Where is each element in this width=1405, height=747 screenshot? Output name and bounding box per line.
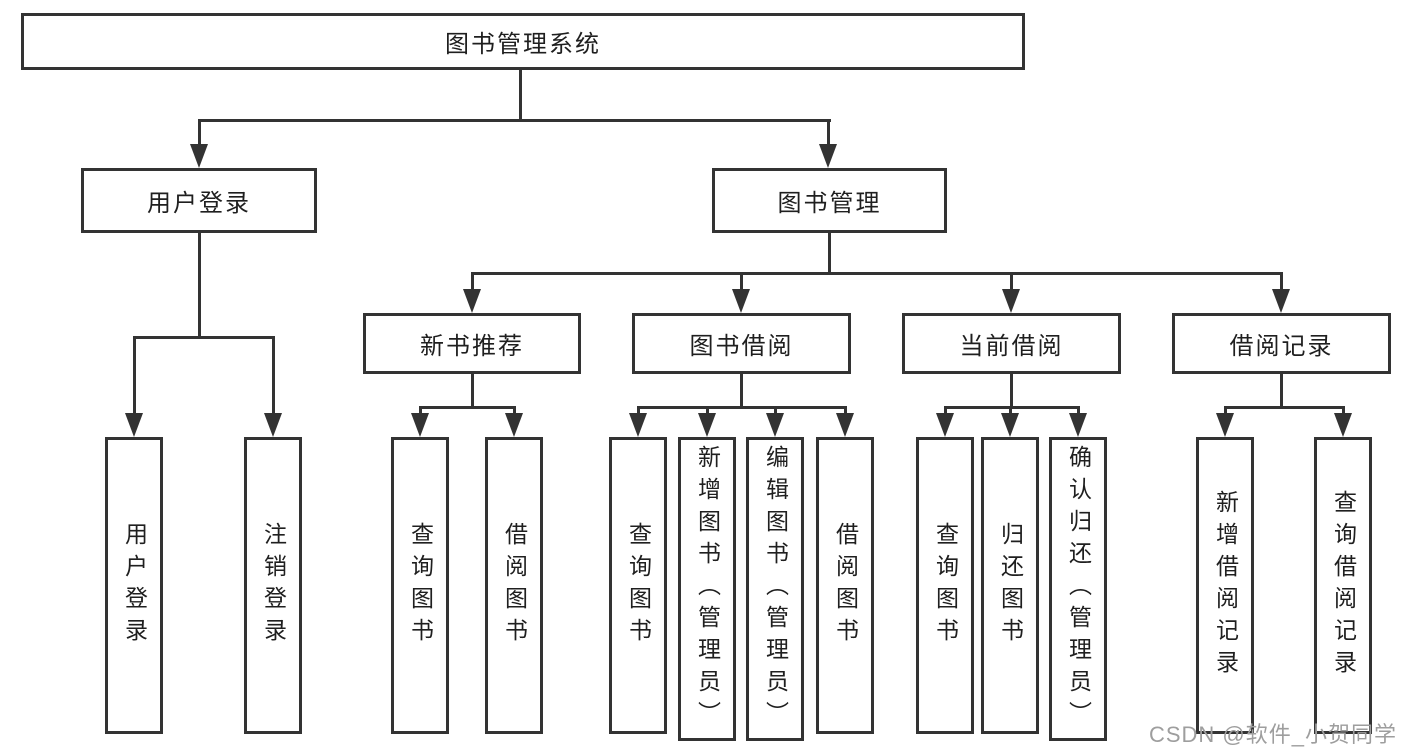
connector-current-borrow-branch [944, 406, 1080, 409]
leaf-user-login: 用户登录 [105, 437, 163, 734]
connector-drop-book-mgmt [827, 119, 830, 147]
connector-drop [637, 406, 640, 416]
leaf-newbook-query-label: 查询图书 [407, 521, 434, 650]
arrow-down-icon [1001, 413, 1019, 437]
leaf-current-query-label: 查询图书 [932, 521, 959, 650]
node-borrow-record: 借阅记录 [1172, 313, 1391, 374]
arrow-down-icon [819, 144, 837, 168]
node-new-book-label: 新书推荐 [420, 333, 524, 360]
arrow-down-icon [1002, 289, 1020, 313]
leaf-borrow-book-label: 借阅图书 [832, 521, 859, 650]
arrow-down-icon [1334, 413, 1352, 437]
arrow-down-icon [190, 144, 208, 168]
leaf-newbook-borrow: 借阅图书 [485, 437, 543, 734]
node-book-mgmt-label: 图书管理 [777, 190, 882, 217]
arrow-down-icon [698, 413, 716, 437]
connector-book-mgmt-branch [471, 272, 1282, 275]
connector-borrow-record-branch [1224, 406, 1345, 409]
node-current-borrow-label: 当前借阅 [959, 333, 1064, 360]
leaf-newbook-query: 查询图书 [391, 437, 449, 734]
leaf-record-add-label: 新增借阅记录 [1212, 489, 1239, 682]
leaf-borrow-edit-admin: 编辑图书（管理员） [746, 437, 804, 741]
arrow-down-icon [1216, 413, 1234, 437]
connector-new-book-branch [419, 406, 516, 409]
connector-current-borrow-stem [1010, 374, 1013, 407]
leaf-borrow-book: 借阅图书 [816, 437, 874, 734]
connector-drop [944, 406, 947, 416]
leaf-borrow-add-admin: 新增图书（管理员） [678, 437, 736, 741]
connector-drop [844, 406, 847, 416]
connector-drop-user-login [198, 119, 201, 147]
node-book-borrow-label: 图书借阅 [689, 333, 794, 360]
node-book-borrow: 图书借阅 [632, 313, 851, 374]
node-user-login: 用户登录 [81, 168, 317, 233]
arrow-down-icon [732, 289, 750, 313]
connector-drop [1077, 406, 1080, 416]
connector-drop [1224, 406, 1227, 416]
arrow-down-icon [125, 413, 143, 437]
connector-drop-new-book [471, 272, 474, 292]
node-borrow-record-label: 借阅记录 [1229, 333, 1334, 360]
leaf-current-confirm-admin-label: 确认归还（管理员） [1065, 445, 1092, 733]
connector-book-borrow-branch [637, 406, 847, 409]
connector-drop-current-borrow [1010, 272, 1013, 292]
leaf-current-return-label: 归还图书 [997, 521, 1024, 650]
connector-drop [1342, 406, 1345, 416]
connector-drop [706, 406, 709, 416]
node-book-mgmt: 图书管理 [712, 168, 947, 233]
connector-user-login-stem [198, 233, 201, 336]
connector-drop [513, 406, 516, 416]
node-user-login-label: 用户登录 [147, 190, 251, 217]
connector-drop [1009, 406, 1012, 416]
connector-drop [774, 406, 777, 416]
arrow-down-icon [766, 413, 784, 437]
arrow-down-icon [411, 413, 429, 437]
leaf-current-confirm-admin: 确认归还（管理员） [1049, 437, 1107, 741]
connector-drop-borrow-record [1280, 272, 1283, 292]
leaf-borrow-edit-admin-label: 编辑图书（管理员） [762, 445, 789, 733]
node-current-borrow: 当前借阅 [902, 313, 1121, 374]
leaf-current-query: 查询图书 [916, 437, 974, 734]
connector-drop [419, 406, 422, 416]
node-root-system: 图书管理系统 [21, 13, 1025, 70]
node-new-book: 新书推荐 [363, 313, 581, 374]
connector-new-book-stem [471, 374, 474, 407]
arrow-down-icon [936, 413, 954, 437]
connector-drop-logout [272, 336, 275, 416]
node-root-system-label: 图书管理系统 [445, 31, 601, 58]
connector-borrow-record-stem [1280, 374, 1283, 407]
watermark-text: CSDN @软件_小贺同学 [1148, 722, 1397, 747]
leaf-record-query: 查询借阅记录 [1314, 437, 1372, 734]
connector-user-login-branch [133, 336, 275, 339]
leaf-record-add: 新增借阅记录 [1196, 437, 1254, 734]
arrow-down-icon [1272, 289, 1290, 313]
connector-root-stem [519, 70, 522, 120]
leaf-borrow-query: 查询图书 [609, 437, 667, 734]
connector-root-branch [198, 119, 831, 122]
arrow-down-icon [836, 413, 854, 437]
leaf-borrow-query-label: 查询图书 [625, 521, 652, 650]
arrow-down-icon [1069, 413, 1087, 437]
leaf-current-return: 归还图书 [981, 437, 1039, 734]
leaf-record-query-label: 查询借阅记录 [1330, 489, 1357, 682]
connector-book-mgmt-stem [828, 233, 831, 274]
leaf-newbook-borrow-label: 借阅图书 [501, 521, 528, 650]
arrow-down-icon [463, 289, 481, 313]
arrow-down-icon [505, 413, 523, 437]
connector-drop-login [133, 336, 136, 416]
connector-drop-book-borrow [740, 272, 743, 292]
arrow-down-icon [629, 413, 647, 437]
leaf-borrow-add-admin-label: 新增图书（管理员） [694, 445, 721, 733]
arrow-down-icon [264, 413, 282, 437]
connector-book-borrow-stem [740, 374, 743, 407]
leaf-user-login-label: 用户登录 [121, 521, 148, 650]
leaf-logout-label: 注销登录 [260, 521, 287, 650]
leaf-logout: 注销登录 [244, 437, 302, 734]
